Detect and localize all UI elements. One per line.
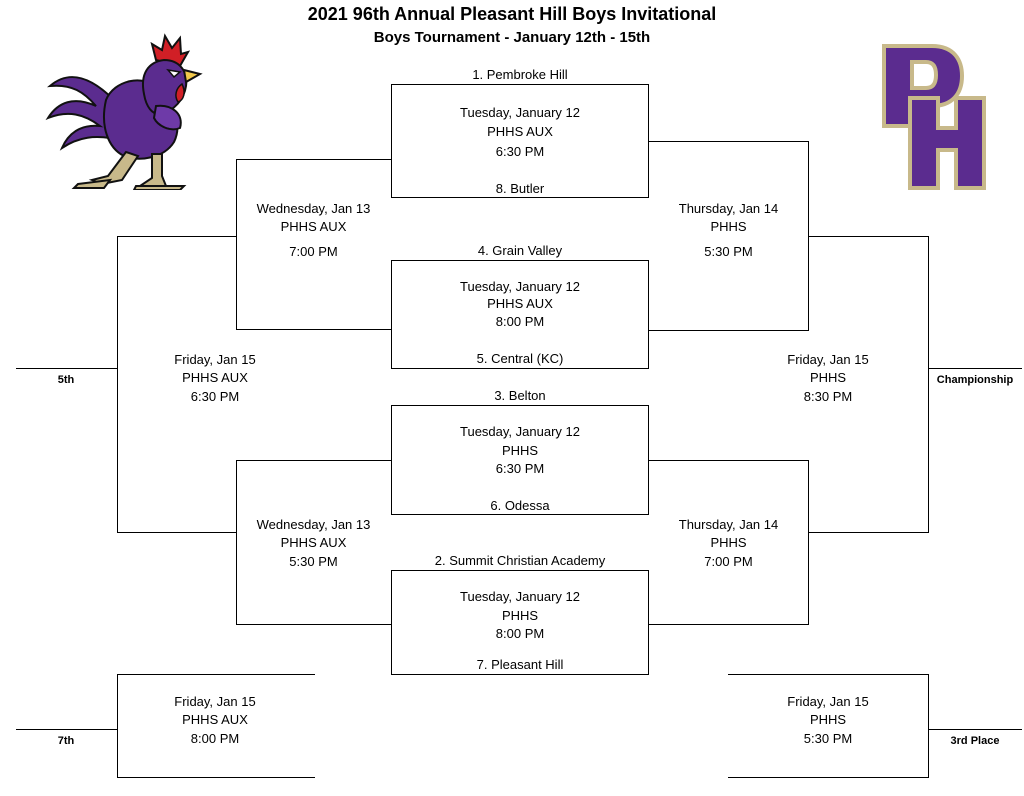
- game-fifth-time: 6:30 PM: [190, 389, 240, 404]
- bracket-line: [117, 532, 236, 533]
- game-q4-time: 8:00 PM: [495, 626, 545, 641]
- place-fifth: 5th: [57, 374, 75, 386]
- game-q4-day: Tuesday, January 12: [460, 589, 580, 604]
- bracket-line: [117, 236, 236, 237]
- game-third-time: 5:30 PM: [803, 731, 853, 746]
- game-box-q2: [391, 260, 649, 369]
- page-title: 2021 96th Annual Pleasant Hill Boys Invi…: [307, 4, 717, 24]
- game-sf1-site: PHHS: [710, 219, 747, 234]
- bracket-line: [236, 624, 391, 625]
- page-subtitle: Boys Tournament - January 12th - 15th: [373, 29, 651, 46]
- bracket-line: [236, 460, 237, 625]
- bracket-line: [928, 674, 929, 778]
- seed-1: 1. Pembroke Hill: [472, 67, 568, 82]
- bracket-line: [928, 368, 1022, 369]
- bracket-line: [928, 236, 929, 533]
- bracket-line: [236, 460, 391, 461]
- place-seventh: 7th: [57, 735, 75, 747]
- bracket-line: [728, 674, 929, 675]
- game-q4-site: PHHS: [501, 608, 539, 623]
- ph-icon: [882, 44, 986, 190]
- game-cs2-day: Wednesday, Jan 13: [256, 517, 371, 532]
- place-third: 3rd Place: [950, 735, 1000, 747]
- game-box-q4: [391, 570, 649, 675]
- bracket-line: [808, 460, 809, 625]
- game-sf2-day: Thursday, Jan 14: [678, 517, 779, 532]
- game-q1-site: PHHS AUX: [487, 124, 553, 139]
- bracket-line: [649, 460, 808, 461]
- bracket-line: [928, 729, 1022, 730]
- game-seventh-time: 8:00 PM: [190, 731, 240, 746]
- rooster-logo: [44, 30, 204, 191]
- game-seventh-day: Friday, Jan 15: [174, 694, 256, 709]
- game-q1-time: 6:30 PM: [495, 144, 545, 159]
- bracket-line: [236, 159, 391, 160]
- bracket-line: [117, 777, 315, 778]
- seed-2: 2. Summit Christian Academy: [434, 553, 606, 568]
- game-fifth-day: Friday, Jan 15: [174, 352, 256, 367]
- game-q2-site: PHHS AUX: [487, 296, 553, 311]
- bracket-line: [117, 674, 315, 675]
- game-q1-day: Tuesday, January 12: [460, 105, 580, 120]
- game-box-q1: [391, 84, 649, 198]
- game-champ-site: PHHS: [809, 370, 847, 385]
- game-cs1-time: 7:00 PM: [289, 244, 338, 259]
- game-box-q3: [391, 405, 649, 515]
- bracket-line: [649, 141, 808, 142]
- bracket-line: [649, 624, 808, 625]
- game-sf1-time: 5:30 PM: [704, 244, 753, 259]
- bracket-line: [117, 674, 118, 778]
- bracket-line: [16, 368, 117, 369]
- bracket-line: [649, 330, 808, 331]
- bracket-line: [808, 532, 929, 533]
- seed-7: 7. Pleasant Hill: [476, 657, 564, 672]
- game-sf2-time: 7:00 PM: [704, 554, 753, 569]
- game-q2-time: 8:00 PM: [495, 314, 545, 329]
- place-championship: Championship: [936, 374, 1014, 386]
- seed-6: 6. Odessa: [490, 498, 550, 513]
- seed-3: 3. Belton: [494, 388, 546, 403]
- bracket-line: [16, 729, 117, 730]
- game-cs1-site: PHHS AUX: [280, 219, 347, 234]
- game-q3-time: 6:30 PM: [495, 461, 545, 476]
- seed-4: 4. Grain Valley: [477, 243, 563, 258]
- game-sf2-site: PHHS: [710, 535, 747, 550]
- bracket-line: [236, 329, 391, 330]
- seed-8: 8. Butler: [495, 181, 545, 196]
- game-cs1-day: Wednesday, Jan 13: [256, 201, 371, 216]
- seed-5: 5. Central (KC): [476, 351, 564, 366]
- game-third-day: Friday, Jan 15: [787, 694, 869, 709]
- game-q3-site: PHHS: [501, 443, 539, 458]
- bracket-line: [728, 777, 929, 778]
- game-seventh-site: PHHS AUX: [182, 712, 248, 727]
- game-third-site: PHHS: [809, 712, 847, 727]
- game-sf1-day: Thursday, Jan 14: [678, 201, 779, 216]
- rooster-icon: [45, 33, 203, 191]
- game-champ-day: Friday, Jan 15: [787, 352, 869, 367]
- bracket-line: [236, 159, 237, 330]
- game-q2-day: Tuesday, January 12: [460, 279, 580, 294]
- game-cs2-site: PHHS AUX: [280, 535, 347, 550]
- game-q3-day: Tuesday, January 12: [460, 424, 580, 439]
- bracket-line: [808, 236, 929, 237]
- bracket-line: [117, 236, 118, 533]
- game-fifth-site: PHHS AUX: [182, 370, 248, 385]
- game-cs2-time: 5:30 PM: [289, 554, 338, 569]
- ph-monogram-logo: [880, 42, 990, 192]
- game-champ-time: 8:30 PM: [803, 389, 853, 404]
